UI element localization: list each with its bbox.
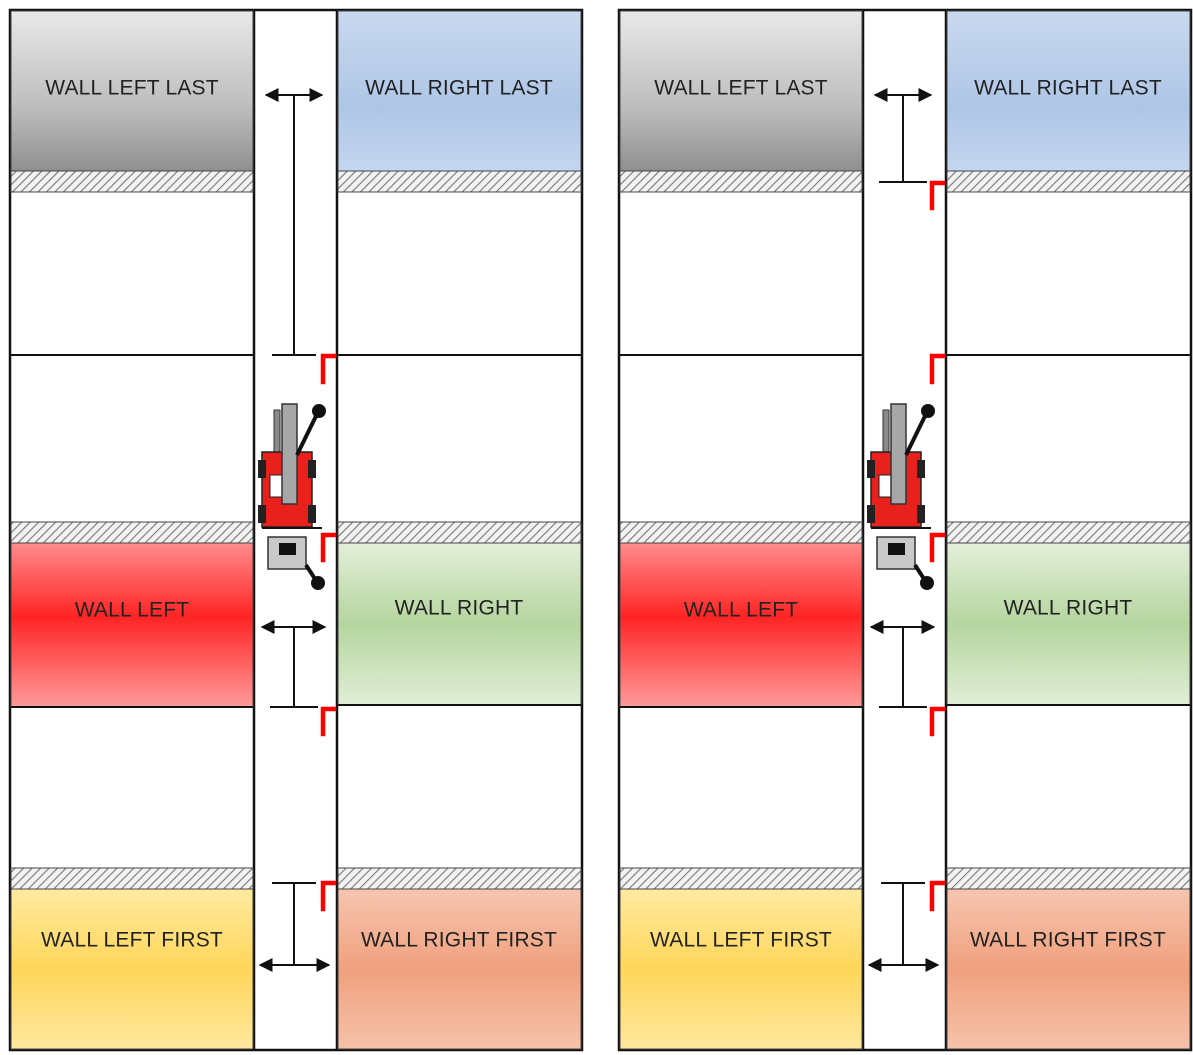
wall-right-first: [946, 888, 1191, 1050]
wall-left: [10, 542, 254, 708]
drilling-machine: [867, 403, 935, 590]
wall-left-label: WALL LEFT: [75, 599, 190, 622]
dimension-arrow-bottom: [258, 882, 331, 972]
wall-right-last: [337, 10, 582, 172]
wall-right: [337, 542, 582, 706]
dimension-arrow-top: [264, 88, 324, 356]
wall-left-first: [10, 888, 254, 1050]
hatch-strip: [619, 867, 863, 890]
wall-right-last: [946, 10, 1191, 172]
wall-right-first-label: WALL RIGHT FIRST: [361, 929, 557, 952]
diagram-panel-2-canvas: WALL LEFT LAST WALL RIGHT LAST WALL LEFT…: [617, 8, 1193, 1052]
hatch-strip: [10, 521, 254, 544]
hatch-strip: [619, 521, 863, 544]
hatch-strip: [10, 170, 254, 193]
wall-right-last-label: WALL RIGHT LAST: [974, 77, 1162, 100]
drilling-machine: [258, 403, 326, 590]
dimension-arrow-bottom: [867, 882, 940, 972]
diagram-panel-2: WALL LEFT LAST WALL RIGHT LAST WALL LEFT…: [609, 0, 1193, 1055]
wall-right-label: WALL RIGHT: [395, 597, 524, 620]
hatch-strip: [337, 867, 582, 890]
wall-left-last-label: WALL LEFT LAST: [45, 77, 219, 100]
hatch-strip: [10, 867, 254, 890]
wall-right-first: [337, 888, 582, 1050]
position-marker: [320, 532, 337, 563]
hatch-strip: [946, 170, 1191, 193]
position-marker: [929, 532, 946, 563]
wall-left-first-label: WALL LEFT FIRST: [650, 929, 832, 952]
position-marker: [320, 706, 337, 737]
hatch-strip: [337, 521, 582, 544]
dimension-arrow-top: [873, 88, 933, 183]
wall-right: [946, 542, 1191, 706]
wall-left-last: [10, 10, 254, 172]
hatch-strip: [619, 170, 863, 193]
dimension-arrow-middle: [869, 620, 936, 708]
wall-left-label: WALL LEFT: [684, 599, 799, 622]
position-marker: [929, 180, 946, 211]
dimension-arrow-middle: [260, 620, 327, 708]
wall-left-last: [619, 10, 863, 172]
position-marker: [929, 353, 946, 385]
wall-right-first-label: WALL RIGHT FIRST: [970, 929, 1166, 952]
wall-left-first-label: WALL LEFT FIRST: [41, 929, 223, 952]
diagram-panel-1: WALL LEFT LAST WALL RIGHT LAST WALL LEFT…: [0, 0, 590, 1055]
position-marker: [320, 353, 337, 385]
hatch-strip: [946, 521, 1191, 544]
wall-left-first: [619, 888, 863, 1050]
wall-left-last-label: WALL LEFT LAST: [654, 77, 828, 100]
wall-left: [619, 542, 863, 708]
diagram-panel-1-canvas: WALL LEFT LAST WALL RIGHT LAST WALL LEFT…: [8, 8, 584, 1052]
position-marker: [929, 880, 946, 912]
hatch-strip: [337, 170, 582, 193]
wall-right-label: WALL RIGHT: [1004, 597, 1133, 620]
hatch-strip: [946, 867, 1191, 890]
wall-right-last-label: WALL RIGHT LAST: [365, 77, 553, 100]
position-marker: [320, 880, 337, 912]
position-marker: [929, 706, 946, 737]
